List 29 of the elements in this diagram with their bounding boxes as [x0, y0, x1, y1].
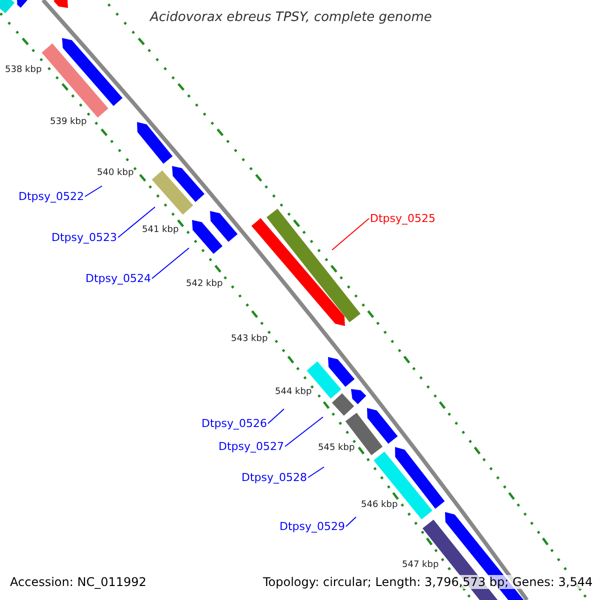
map-title: Acidovorax ebreus TPSY, complete genome [150, 11, 432, 24]
map-info-text: Accession: NC_011992 [8, 575, 148, 589]
leader-line [268, 408, 284, 424]
tick-label: 544 kbp [275, 388, 312, 397]
tick-label: 547 kbp [402, 561, 439, 570]
leader-line [152, 248, 190, 279]
gene-label: Dtpsy_0526 [201, 418, 267, 429]
tick-label: 539 kbp [50, 118, 87, 127]
tick-label: 546 kbp [361, 501, 398, 510]
tick-label: 545 kbp [318, 444, 355, 453]
leader-line [308, 466, 324, 478]
gene-label: Dtpsy_0524 [85, 273, 151, 284]
map-info-text: Topology: circular; Length: 3,796,573 bp; Genes: 3,544 [261, 575, 595, 589]
tick-label: 542 kbp [186, 280, 223, 289]
leader-line [118, 206, 156, 238]
leader-line [284, 416, 324, 447]
leader-line [84, 186, 102, 197]
leader-line [332, 218, 370, 250]
gene-label: Dtpsy_0523 [51, 232, 117, 243]
gene-label: Dtpsy_0529 [279, 521, 345, 532]
tick-label: 540 kbp [97, 169, 134, 178]
tick-label: 543 kbp [231, 335, 268, 344]
gene-label: Dtpsy_0522 [18, 191, 84, 202]
gene-label: Dtpsy_0525 [370, 213, 436, 224]
gene-label: Dtpsy_0528 [241, 472, 307, 483]
tick-label: 541 kbp [142, 226, 179, 235]
tick-label: 538 kbp [5, 66, 42, 75]
gene-label: Dtpsy_0527 [218, 441, 284, 452]
leader-line [346, 516, 356, 527]
